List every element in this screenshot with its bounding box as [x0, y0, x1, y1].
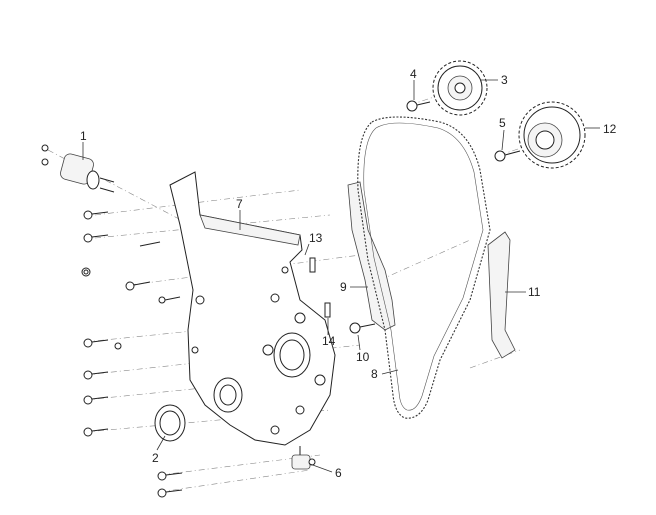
leader-lines [82, 79, 600, 473]
callout-13: 13 [309, 231, 323, 245]
part-4-bolt [406, 100, 431, 112]
part-6-sensor [291, 446, 316, 470]
part-5-bolt [494, 150, 521, 162]
part-12-phaser [518, 101, 586, 169]
part-11-guide [487, 231, 516, 359]
part-3-sprocket [432, 60, 488, 116]
part-1-actuator [41, 144, 115, 193]
bolts [81, 210, 183, 498]
part-8-chain [357, 116, 491, 419]
callout-12: 12 [603, 122, 617, 136]
callout-4: 4 [410, 67, 417, 81]
callout-2: 2 [152, 451, 159, 465]
dowel-pins [309, 257, 331, 318]
part-10-bolt [349, 322, 376, 334]
callout-9: 9 [340, 280, 347, 294]
part-9-guide [347, 181, 396, 331]
callout-3: 3 [501, 73, 508, 87]
callout-labels: 1 2 3 4 5 6 7 8 9 10 11 12 13 14 [80, 67, 617, 480]
callout-10: 10 [356, 350, 370, 364]
callout-11: 11 [528, 285, 541, 299]
callout-1: 1 [80, 129, 87, 143]
callout-7: 7 [236, 197, 243, 211]
callout-14: 14 [322, 334, 336, 348]
part-2-seal [154, 404, 186, 442]
callout-6: 6 [335, 466, 342, 480]
timing-cover [169, 171, 336, 446]
callout-5: 5 [499, 116, 506, 130]
callout-8: 8 [371, 367, 378, 381]
